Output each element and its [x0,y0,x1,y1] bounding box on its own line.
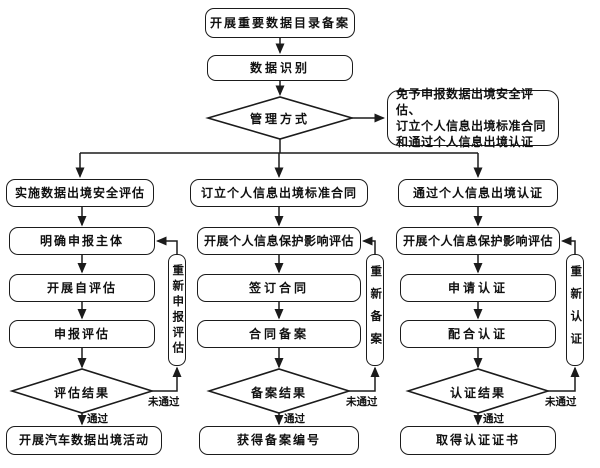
branch1-decision-shape [9,368,155,414]
branch3-header: 通过个人信息出境认证 [398,179,558,207]
branch1-step1: 明确申报主体 [9,227,155,255]
branch3-decision-shape [405,368,551,414]
branch1-step2: 开展自评估 [9,274,155,302]
branch3-step2: 申请认证 [400,274,556,302]
branch1-header: 实施数据出境安全评估 [6,179,154,207]
decision-management-mode-label: 管理方式 [249,112,310,126]
branch3-decision-label: 认证结果 [449,386,506,400]
decision-management-mode-shape [205,96,355,140]
branch2-step1: 开展个人信息保护影响评估 [197,227,361,255]
branch2-retry: 重新备案 [366,254,384,366]
branch1-result: 开展汽车数据出境活动 [6,426,162,455]
note-exemption: 免予申报数据出境安全评估、 订立个人信息出境标准合同 和通过个人信息出境认证 [387,87,559,149]
branch2-result: 获得备案编号 [199,426,359,455]
branch3-result: 取得认证证书 [400,426,556,455]
branch1-retry: 重新申报评估 [168,254,186,366]
branch1-decision-label: 评估结果 [53,386,110,400]
branch2-step3: 合同备案 [197,320,361,348]
branch2-header: 订立个人信息出境标准合同 [190,179,368,207]
branch2-decision-label: 备案结果 [250,386,307,400]
branch3-step1: 开展个人信息保护影响评估 [396,227,560,255]
branch3-fail-label: 未通过 [545,396,577,408]
node-catalog-filing: 开展重要数据目录备案 [205,8,355,38]
branch2-fail-label: 未通过 [346,396,378,408]
branch2-decision-shape [206,368,352,414]
branch3-pass-label: 通过 [483,413,504,425]
branch2-step2: 签订合同 [197,274,361,302]
branch1-step3: 申报评估 [9,320,155,348]
branch3-retry: 重新认证 [566,254,584,366]
branch1-fail-label: 未通过 [148,396,180,408]
branch2-pass-label: 通过 [284,413,305,425]
branch3-step3: 配合认证 [400,320,556,348]
node-data-identification: 数据识别 [207,55,353,81]
branch1-pass-label: 通过 [87,413,108,425]
